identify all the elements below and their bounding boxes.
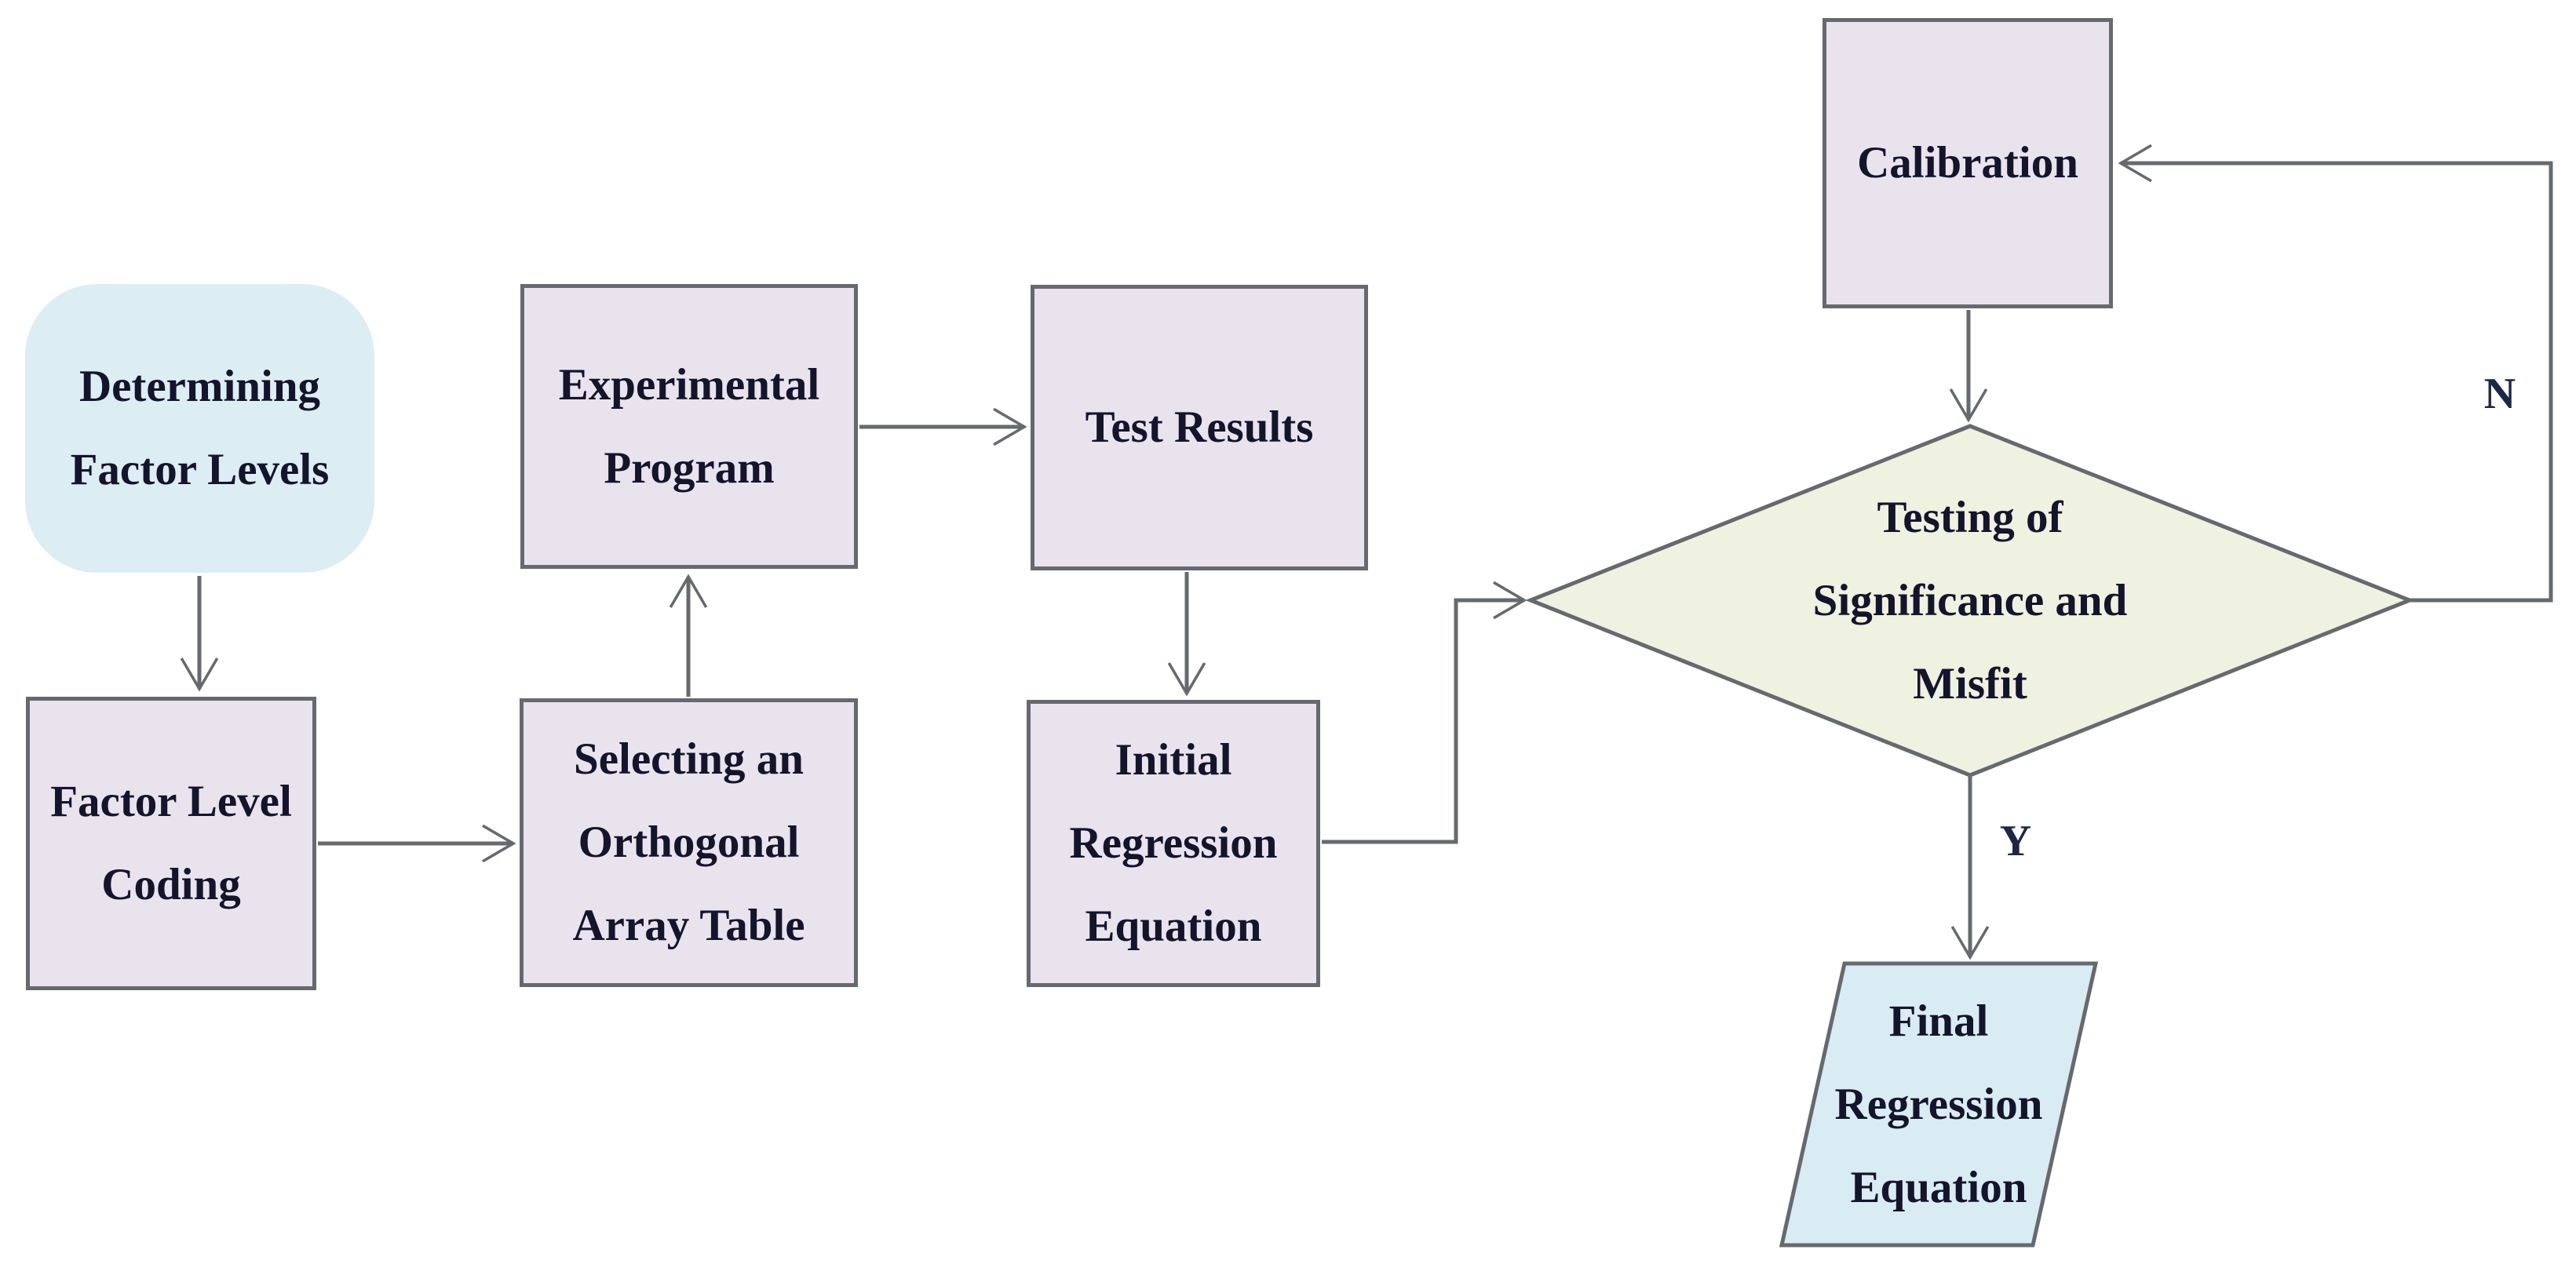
node-initial-regression-equation: Initial Regression Equation [1027,700,1320,987]
node-line: Initial [1115,735,1232,785]
node-test-results: Test Results [1031,285,1368,570]
final-output-parallelogram-shape [1779,961,2099,1248]
node-selecting-orthogonal-array-table: Selecting an Orthogonal Array Table [520,698,858,987]
node-line: Orthogonal [578,818,800,867]
edge-label-yes: Y [1999,817,2032,865]
node-factor-level-coding: Factor Level Coding [26,697,316,990]
node-line: Factor Levels [70,445,330,494]
edge-initial-regression-to-decision [1322,581,1527,844]
node-line: Equation [1850,1162,2027,1212]
node-line: Factor Level [50,777,292,826]
node-line: Test Results [1085,403,1314,452]
node-line: Experimental [558,359,820,410]
node-line: Misfit [1913,658,2027,709]
edge-label-no: N [2483,370,2516,418]
node-line: Array Table [572,901,805,950]
node-line: Regression [1069,818,1278,868]
node-line: Coding [101,860,241,909]
node-line: Significance and [1812,575,2128,625]
node-line: Determining [78,362,321,411]
node-final-regression-equation-label: Final Regression Equation [1782,964,2096,1245]
node-line: Calibration [1857,138,2078,188]
node-line: Regression [1834,1079,2043,1129]
edge-decision-no-to-calibration [2118,144,2553,603]
node-line: Selecting an [574,734,804,784]
node-line: Final [1888,996,1989,1046]
node-determining-factor-levels: Determining Factor Levels [25,284,374,573]
node-line: Testing of [1877,492,2063,542]
node-testing-significance-misfit-label: Testing of Significance and Misfit [1531,426,2410,775]
node-calibration: Calibration [1823,18,2113,308]
node-line: Equation [1085,902,1262,951]
decision-diamond-shape [1525,424,2415,778]
node-experimental-program: Experimental Program [520,284,858,569]
node-line: Program [604,443,775,493]
